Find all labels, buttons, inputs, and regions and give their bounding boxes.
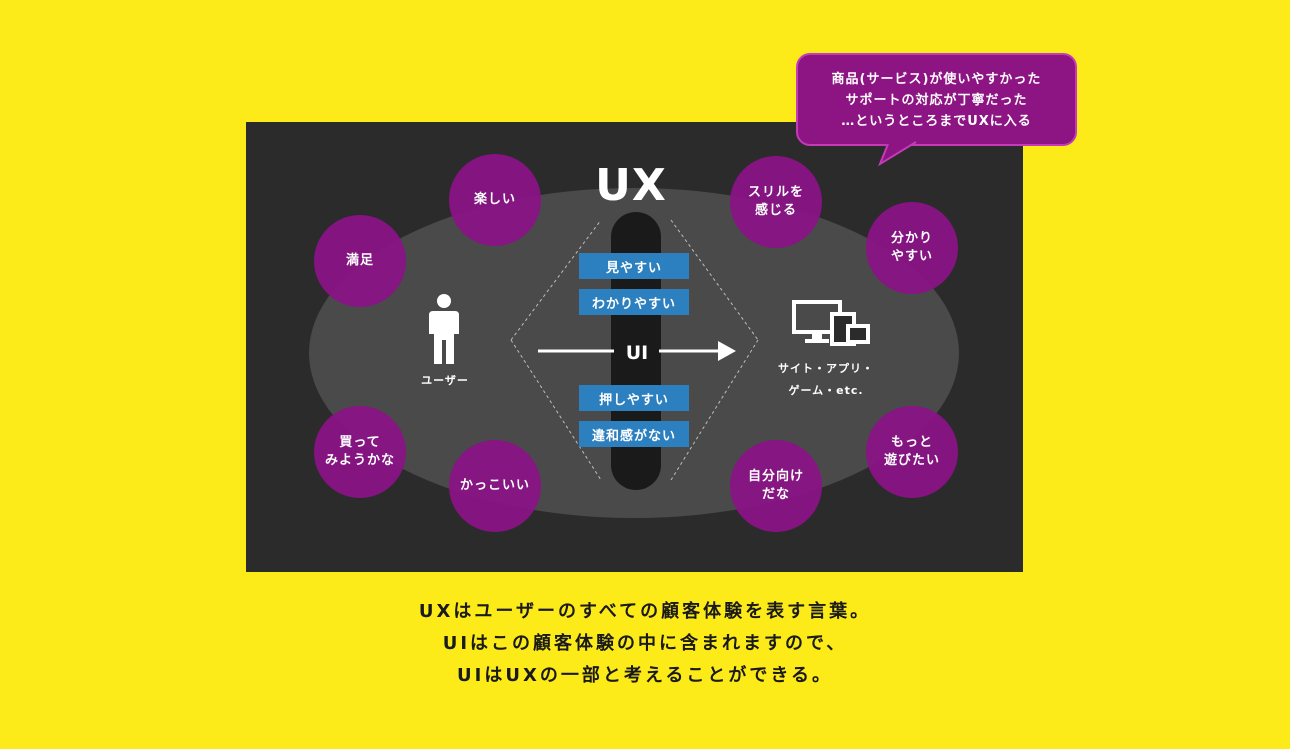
bubble-thrill: スリルを 感じる — [730, 156, 822, 248]
user-icon — [429, 294, 459, 364]
caption: UXはユーザーのすべての顧客体験を表す言葉。 UIはこの顧客体験の中に含まれます… — [0, 596, 1290, 692]
bubble-tanoshii: 楽しい — [449, 154, 541, 246]
caption-line: UIはUXの一部と考えることができる。 — [457, 665, 833, 686]
ui-label: UI — [625, 342, 649, 364]
caption-line: UXはユーザーのすべての顧客体験を表す言葉。 — [418, 601, 872, 622]
ui-quality-oshi-yasui: 押しやすい — [579, 385, 689, 411]
bubble-katte-miyoukana: 買って みようかな — [314, 406, 406, 498]
ui-quality-iwakan-nai: 違和感がない — [579, 421, 689, 447]
device-label: サイト・アプリ・ ゲーム・etc. — [778, 362, 874, 397]
ui-quality-mi-yasui: 見やすい — [579, 253, 689, 279]
bubble-kakkoii: かっこいい — [449, 440, 541, 532]
speech-bubble: 商品(サービス)が使いやすかった サポートの対応が丁寧だった …というところまで… — [796, 53, 1077, 146]
connector-lines — [510, 219, 759, 481]
ui-quality-wakari-yasui: わかりやすい — [579, 289, 689, 315]
speech-bubble-tail — [877, 140, 918, 167]
bubble-wakari-yasui: 分かり やすい — [866, 202, 958, 294]
user-label: ユーザー — [421, 374, 469, 387]
bubble-manzoku: 満足 — [314, 215, 406, 307]
devices-icon — [792, 300, 870, 346]
ux-title: UX — [595, 160, 667, 211]
ux-diagram-panel: UX 見やすい わかりやすい 押しやすい 違和感がない UI ユーザー サイト・… — [246, 122, 1023, 572]
caption-line: UIはこの顧客体験の中に含まれますので、 — [442, 633, 848, 654]
bubble-motto-asobitai: もっと 遊びたい — [866, 406, 958, 498]
ui-arrow — [538, 341, 736, 361]
bubble-jibun-muke: 自分向け だな — [730, 440, 822, 532]
